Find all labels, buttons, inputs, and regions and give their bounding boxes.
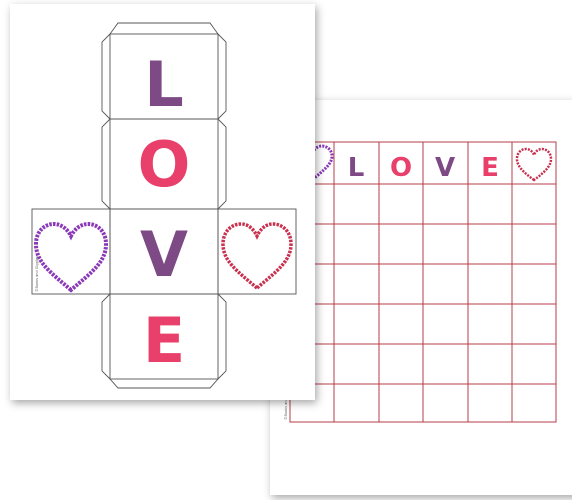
cube-letter-l: L xyxy=(144,48,184,121)
cube-letter-v: V xyxy=(140,218,188,291)
cube-letter-o: O xyxy=(138,128,191,201)
red-heart-icon xyxy=(223,224,291,288)
bingo-grid: L O V E ©Books and Giggles xyxy=(270,100,572,495)
cube-net: L O V E ©Books and Giggles xyxy=(10,4,315,400)
bingo-header-letter-e: E xyxy=(481,153,499,183)
cube-letter-e: E xyxy=(143,304,185,377)
bottom-flap xyxy=(110,379,218,388)
purple-heart-icon xyxy=(36,224,106,290)
top-flap xyxy=(110,23,218,34)
bingo-header-letter-v: V xyxy=(435,153,455,183)
bingo-header-heart-right-icon xyxy=(517,149,551,180)
bingo-header-letter-o: O xyxy=(390,153,412,183)
bingo-header-letter-l: L xyxy=(348,153,365,183)
bingo-sheet: L O V E ©Books and Giggles xyxy=(270,100,572,495)
cube-credit: ©Books and Giggles xyxy=(35,256,39,292)
cube-sheet: L O V E ©Books and Giggles xyxy=(10,4,315,400)
